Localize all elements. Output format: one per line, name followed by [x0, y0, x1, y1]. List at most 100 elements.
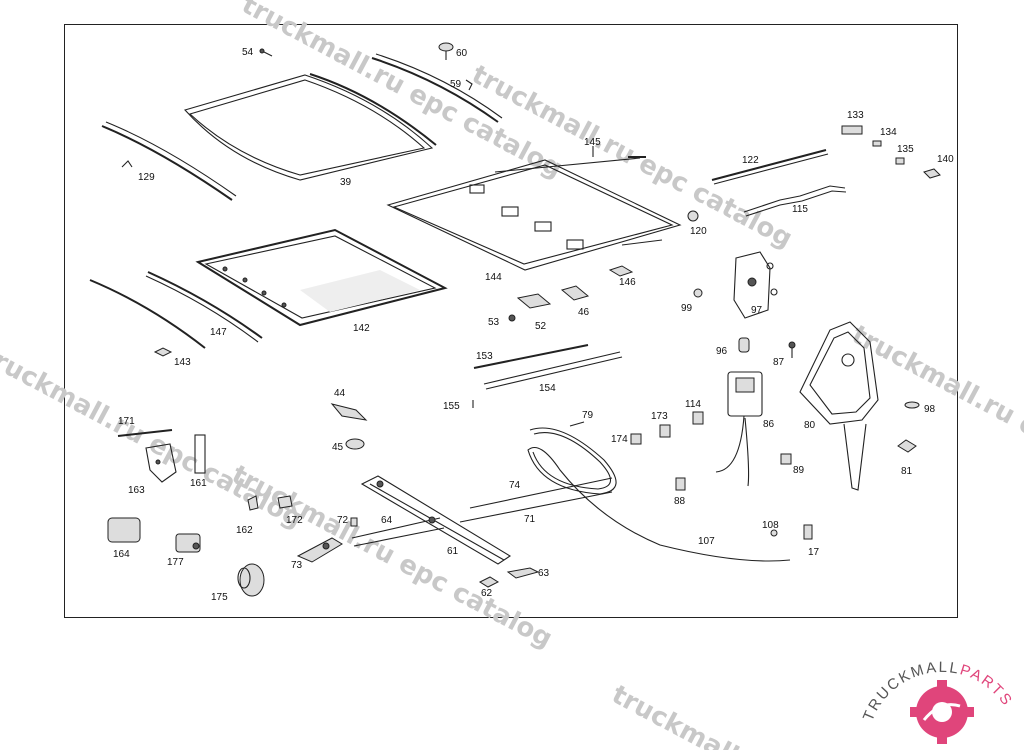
label-174: 174 — [611, 434, 628, 445]
label-97: 97 — [751, 305, 763, 316]
part-62-clip — [478, 576, 500, 588]
part-172-clip — [277, 495, 293, 509]
label-177: 177 — [167, 557, 184, 568]
label-96: 96 — [716, 346, 728, 357]
label-54: 54 — [242, 47, 254, 58]
part-45-washer — [345, 438, 365, 450]
part-89-clip — [780, 453, 792, 465]
part-80-motor-assembly — [799, 321, 879, 491]
part-143-clip — [153, 347, 173, 357]
label-164: 164 — [113, 549, 130, 560]
label-145: 145 — [584, 137, 601, 148]
label-64: 64 — [381, 515, 393, 526]
part-63-clip — [506, 567, 540, 579]
part-162-clip — [247, 495, 259, 511]
label-81: 81 — [901, 466, 913, 477]
label-73: 73 — [291, 560, 303, 571]
part-122-rail — [711, 149, 829, 185]
label-115: 115 — [792, 204, 808, 215]
label-107: 107 — [698, 536, 715, 547]
label-62: 62 — [481, 588, 493, 599]
part-174-clip — [630, 433, 642, 445]
part-115-rail — [743, 185, 847, 217]
label-80: 80 — [804, 420, 816, 431]
part-164-box — [107, 517, 141, 543]
truckmall-parts-logo: TRUCKMALLPARTS — [860, 659, 1014, 744]
label-44: 44 — [334, 388, 346, 399]
part-17-clip — [803, 524, 813, 540]
label-89: 89 — [793, 465, 805, 476]
label-122: 122 — [742, 155, 759, 166]
part-171-rod — [117, 429, 173, 437]
part-154-strip — [483, 351, 623, 390]
label-140: 140 — [937, 154, 954, 165]
label-39: 39 — [340, 177, 352, 188]
part-seal-strip-60 — [371, 53, 503, 123]
part-146-clip — [608, 265, 634, 277]
label-163: 163 — [128, 485, 145, 496]
part-129-side-seal — [101, 121, 237, 201]
label-154: 154 — [539, 383, 556, 394]
gear-icon — [910, 680, 974, 744]
part-87-screw — [788, 341, 796, 358]
part-81-grommet — [897, 439, 917, 453]
label-74: 74 — [509, 480, 521, 491]
part-98-clip — [904, 401, 920, 409]
label-129: 129 — [138, 172, 155, 183]
label-135: 135 — [897, 144, 914, 155]
part-61-frame — [360, 475, 512, 565]
label-61: 61 — [447, 546, 459, 557]
part-142-sunroof-glass — [195, 228, 448, 327]
label-171: 171 — [118, 416, 135, 427]
label-147: 147 — [210, 327, 227, 338]
part-153-strip — [473, 344, 589, 369]
part-88-clip — [675, 477, 686, 491]
label-17: 17 — [808, 547, 820, 558]
label-60: 60 — [456, 48, 468, 59]
part-59-clip — [465, 79, 473, 91]
label-134: 134 — [880, 127, 897, 138]
label-155: 155 — [443, 401, 460, 412]
label-162: 162 — [236, 525, 253, 536]
label-153: 153 — [476, 351, 493, 362]
label-99: 99 — [681, 303, 693, 314]
part-39-roof-panel — [184, 73, 437, 181]
part-107-cable — [527, 427, 791, 562]
part-71-cable — [459, 491, 613, 523]
part-60-mushroom-screw — [438, 42, 454, 60]
label-161: 161 — [190, 478, 207, 489]
label-173: 173 — [651, 411, 668, 422]
label-120: 120 — [690, 226, 707, 237]
label-45: 45 — [332, 442, 344, 453]
label-98: 98 — [924, 404, 936, 415]
label-59: 59 — [450, 79, 462, 90]
label-53: 53 — [488, 317, 500, 328]
part-86-motor — [715, 371, 763, 487]
part-175-knob — [237, 563, 265, 597]
label-172: 172 — [286, 515, 303, 526]
part-120-bush — [687, 210, 699, 222]
label-72: 72 — [337, 515, 349, 526]
label-146: 146 — [619, 277, 636, 288]
part-177-motor — [175, 533, 201, 553]
part-74-cable — [469, 477, 613, 509]
label-144: 144 — [485, 272, 502, 283]
part-144-headliner — [386, 156, 682, 271]
part-44-bracket — [330, 403, 368, 421]
label-114: 114 — [685, 399, 701, 410]
label-86: 86 — [763, 419, 775, 430]
part-46-bracket — [560, 285, 590, 301]
part-173-clip — [659, 424, 671, 438]
part-161-bracket — [194, 434, 206, 474]
label-142: 142 — [353, 323, 370, 334]
part-52-bracket — [516, 293, 552, 309]
part-114-clip — [692, 411, 704, 425]
watermark-3: truckmall.ru epc catalog — [0, 340, 307, 535]
part-53-nut — [508, 314, 516, 322]
part-79-clip — [569, 421, 585, 427]
label-71: 71 — [524, 514, 536, 525]
label-52: 52 — [535, 321, 547, 332]
watermark-6: truckmall — [607, 680, 744, 750]
part-108-clip — [770, 529, 778, 537]
